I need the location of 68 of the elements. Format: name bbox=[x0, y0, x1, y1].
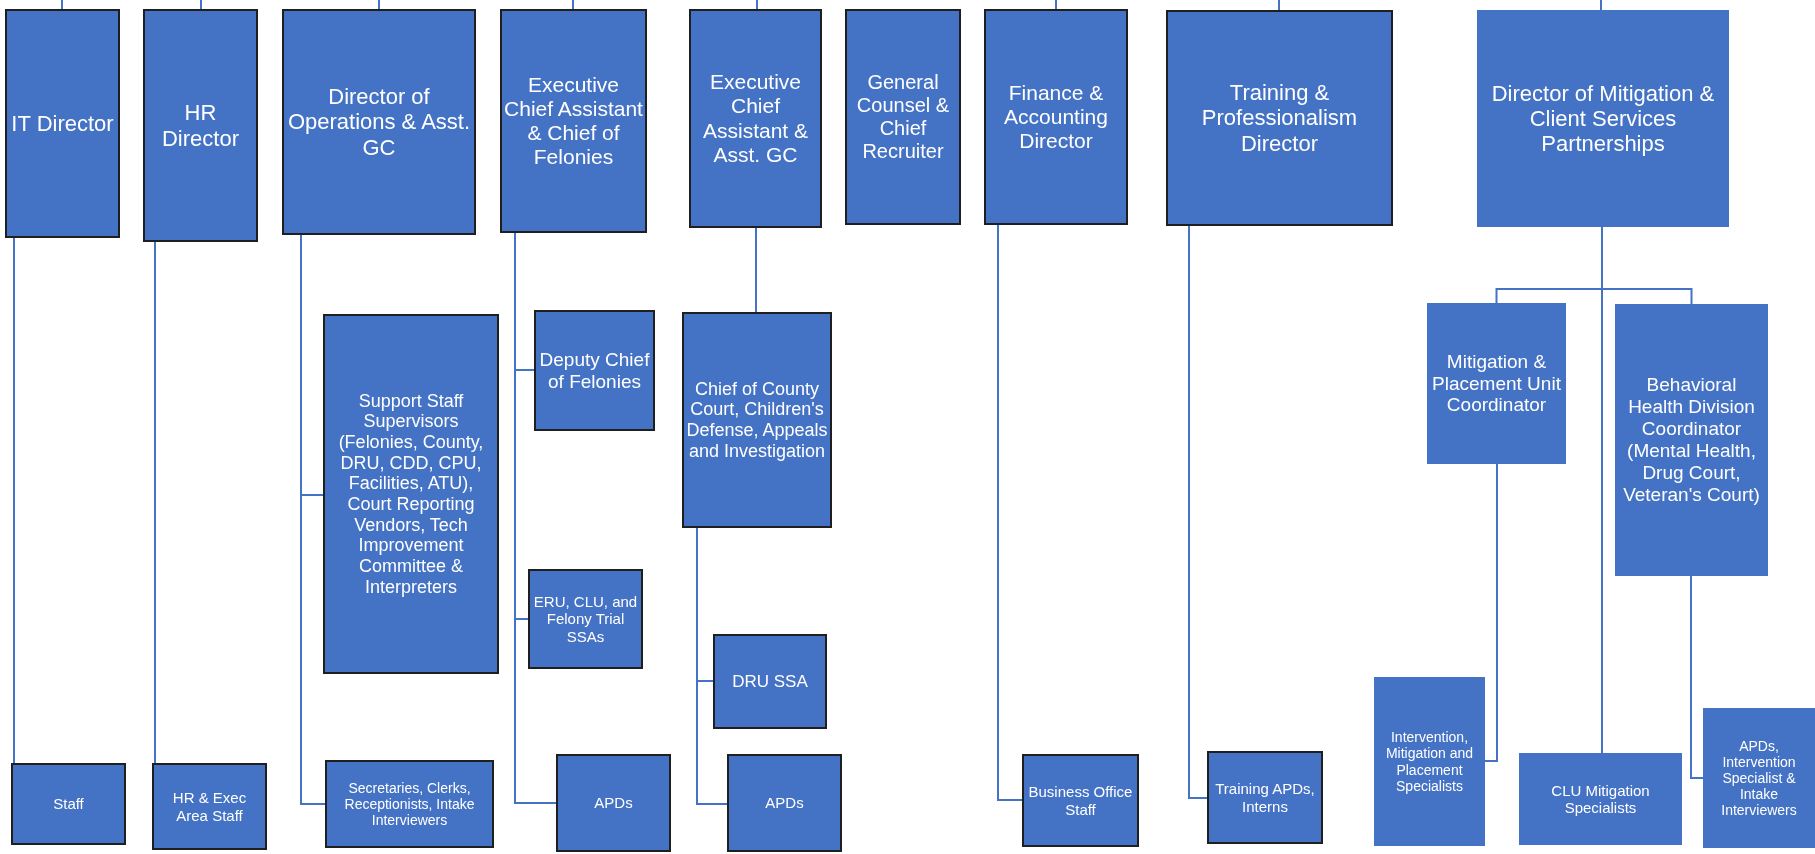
role-title: Chief of County Court, Children's Defense, Appeals and Investigation bbox=[686, 378, 828, 462]
role-title: General Counsel & Chief Recruiter bbox=[855, 71, 951, 163]
role-title: APDs bbox=[765, 794, 804, 812]
org-box bbox=[1207, 751, 1323, 844]
org-box bbox=[1615, 304, 1768, 576]
role-title: Intervention, Mitigation and Placement Specialists bbox=[1384, 729, 1475, 794]
connector-line bbox=[154, 241, 156, 764]
org-box bbox=[5, 9, 120, 238]
role-title: Finance & Accounting Director bbox=[1003, 80, 1109, 154]
org-box bbox=[556, 754, 671, 852]
org-box bbox=[1374, 677, 1485, 846]
org-box bbox=[984, 9, 1128, 225]
connector-line bbox=[1188, 225, 1208, 799]
role-title: Executive Chief Assistant & Chief of Felonies bbox=[504, 72, 643, 170]
connector-line bbox=[378, 0, 380, 10]
connector-line bbox=[696, 527, 728, 805]
connector-line bbox=[13, 237, 15, 764]
org-box bbox=[500, 9, 647, 233]
role-title: Business Office Staff bbox=[1027, 783, 1134, 818]
connector-line bbox=[755, 227, 757, 313]
role-title: Secretaries, Clerks, Receptionists, Intake Interviewers bbox=[343, 779, 476, 829]
connector-line bbox=[1484, 463, 1498, 762]
org-box bbox=[689, 9, 822, 228]
org-box bbox=[528, 569, 643, 669]
role-title: Behavioral Health Division Coordinator (Mental Health, Drug Court, Veteran's Court) bbox=[1622, 374, 1761, 506]
role-title: ERU, CLU, and Felony Trial SSAs bbox=[532, 593, 639, 645]
role-title: HR & Exec Area Staff bbox=[171, 789, 248, 824]
connector-line bbox=[200, 0, 202, 10]
role-title: APDs, Intervention Specialist & Intake Interviewers bbox=[1720, 737, 1798, 819]
role-title: Staff bbox=[53, 795, 84, 813]
connector-line bbox=[572, 0, 574, 10]
connector-line bbox=[61, 0, 63, 10]
connector-line bbox=[1055, 0, 1057, 10]
org-box bbox=[682, 312, 832, 528]
role-title: DRU SSA bbox=[732, 671, 808, 692]
connector-line bbox=[997, 224, 1023, 801]
connector-line bbox=[756, 0, 758, 10]
connector-line bbox=[1600, 0, 1602, 11]
role-title: Director of Operations & Asst. GC bbox=[286, 84, 472, 160]
org-box bbox=[1166, 10, 1393, 226]
org-box bbox=[727, 754, 842, 852]
role-title: APDs bbox=[594, 794, 633, 812]
org-box bbox=[282, 9, 476, 235]
role-title: IT Director bbox=[11, 110, 114, 137]
role-title: Training & Professionalism Director bbox=[1200, 80, 1359, 156]
org-box bbox=[1022, 754, 1139, 847]
role-title: CLU Mitigation Specialists bbox=[1550, 781, 1651, 817]
org-box bbox=[713, 634, 827, 729]
org-box bbox=[1427, 303, 1566, 464]
role-title: Support Staff Supervisors (Felonies, County, DRU, CDD, CPU, Facilities, ATU), Court Reporting Vendors, Tech Improvement Committee & Interpreters bbox=[337, 390, 485, 598]
connector-line bbox=[1690, 575, 1704, 779]
org-box bbox=[323, 314, 499, 674]
role-title: Executive Chief Assistant & Asst. GC bbox=[701, 70, 809, 167]
org-box bbox=[845, 9, 961, 225]
org-box bbox=[1477, 10, 1729, 227]
org-box bbox=[534, 310, 655, 431]
role-title: Deputy Chief of Felonies bbox=[538, 348, 651, 393]
org-box bbox=[143, 9, 258, 242]
org-box bbox=[152, 763, 267, 850]
org-box bbox=[11, 763, 126, 845]
connector-line bbox=[1278, 0, 1280, 11]
org-box bbox=[1519, 753, 1682, 845]
role-title: HR Director bbox=[161, 100, 240, 151]
role-title: Director of Mitigation & Client Services Partnerships bbox=[1490, 80, 1716, 157]
role-title: Mitigation & Placement Unit Coordinator bbox=[1431, 350, 1562, 417]
role-title: Training APDs, Interns bbox=[1214, 780, 1316, 815]
org-box bbox=[1703, 708, 1815, 848]
org-box bbox=[325, 760, 494, 848]
